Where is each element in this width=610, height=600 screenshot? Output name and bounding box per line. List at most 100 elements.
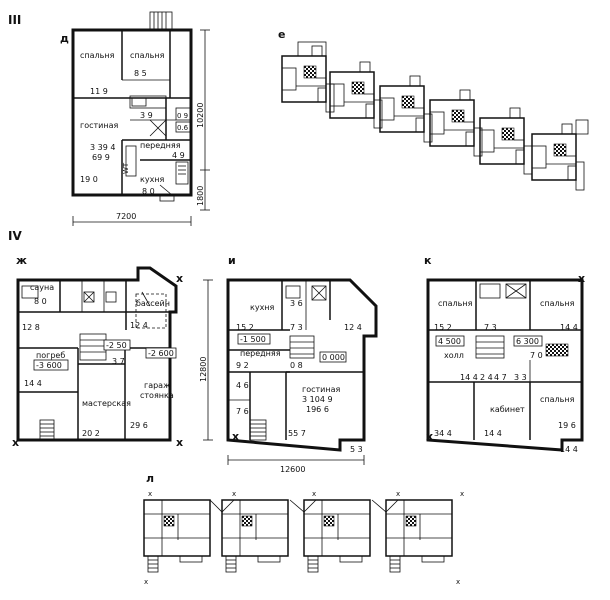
plan-i-area-73: 7 3 bbox=[290, 323, 303, 332]
section-label-iv: IV bbox=[8, 229, 22, 243]
plan-k-area-141: 14 4 bbox=[560, 323, 578, 332]
plan-k-level-a: 4 500 bbox=[438, 337, 461, 346]
plan-d-bedroom-1: спальня bbox=[80, 51, 115, 60]
plan-d-bedroom-2: спальня bbox=[130, 51, 165, 60]
north-mark-icon: x bbox=[456, 578, 460, 586]
plan-k-area-152: 15 2 bbox=[434, 323, 452, 332]
plan-k-area-144a: 14 4 bbox=[460, 373, 478, 382]
plan-k-area-196: 19 6 bbox=[558, 421, 576, 430]
plan-d: д спальня спальня 8 5 11 9 3 9 0 9 bbox=[60, 11, 210, 226]
north-mark-icon: x bbox=[232, 430, 239, 443]
plan-i-area-68: 0 8 bbox=[290, 361, 303, 370]
plan-zh-area-144: 14 4 bbox=[24, 379, 42, 388]
plan-k-level-b: 6 300 bbox=[516, 337, 539, 346]
plan-d-dim-height: 10200 bbox=[196, 103, 205, 128]
north-mark-icon: x bbox=[176, 436, 183, 449]
plan-e-letter: е bbox=[278, 28, 285, 41]
north-mark-icon: x bbox=[12, 436, 19, 449]
plan-zh-area-128: 12 8 bbox=[22, 323, 40, 332]
plan-k-hall: холл bbox=[444, 351, 464, 360]
north-mark-icon: x bbox=[312, 490, 316, 498]
plan-k-area-24: 2 4 bbox=[480, 373, 493, 382]
plan-d-bedroom-2-area: 8 5 bbox=[134, 69, 147, 78]
plan-k-bedroom-3: спальня bbox=[540, 395, 575, 404]
section-label-iii: III bbox=[8, 13, 21, 27]
plan-zh-area-202: 20 2 bbox=[82, 429, 100, 438]
plan-i-area-36: 3 6 bbox=[290, 299, 303, 308]
plan-i-area-557: 55 7 bbox=[288, 429, 306, 438]
plan-e: е bbox=[278, 28, 589, 191]
plan-d-bath-area: 3 9 bbox=[140, 111, 153, 120]
plan-d-hall: передняя bbox=[140, 141, 181, 150]
plan-i-living-level: 3 104 9 bbox=[302, 395, 333, 404]
north-mark-icon: x bbox=[460, 490, 464, 498]
plan-i-area-92: 9 2 bbox=[236, 361, 249, 370]
plan-k-area-70: 7 0 bbox=[530, 351, 543, 360]
plan-l-letter: л bbox=[146, 472, 154, 485]
plan-i-dim-width: 12600 bbox=[280, 465, 305, 474]
plan-i-living: гостиная bbox=[302, 385, 340, 394]
plan-i-area-124: 12 4 bbox=[344, 323, 362, 332]
plan-zh-letter: ж bbox=[16, 254, 27, 267]
north-mark-icon: x bbox=[148, 490, 152, 498]
plan-i-area-152: 15 2 bbox=[236, 323, 254, 332]
plan-k-study: кабинет bbox=[490, 405, 525, 414]
north-mark-icon: x bbox=[232, 490, 236, 498]
plan-d-letter: д bbox=[60, 32, 69, 45]
plan-zh-cellar-level: -3 600 bbox=[36, 361, 62, 370]
plan-zh-cellar: погреб bbox=[36, 351, 65, 360]
plan-k-area-144c: 14 4 bbox=[560, 445, 578, 454]
plan-k-letter: к bbox=[424, 254, 432, 267]
north-mark-icon: x bbox=[426, 430, 433, 443]
plan-i-area-76: 7 6 bbox=[236, 407, 249, 416]
plan-d-living-level: 3 39 4 bbox=[90, 143, 115, 152]
plan-i-dim-height: 12800 bbox=[199, 357, 208, 382]
plan-zh-workshop: мастерская bbox=[82, 399, 131, 408]
plan-k-area-47: 4 7 bbox=[494, 373, 507, 382]
plan-d-kitchen-area: 8 0 bbox=[142, 187, 155, 196]
plan-zh: ж x x x сауна 8 0 бассейн 12 8 bbox=[12, 254, 183, 449]
plan-k-bedroom-1: спальня bbox=[438, 299, 473, 308]
plan-zh-level-b: 3 7 bbox=[112, 357, 125, 366]
plan-k-area-73: 7 3 bbox=[484, 323, 497, 332]
plan-d-bedroom-1-area: 11 9 bbox=[90, 87, 108, 96]
plan-i-letter: и bbox=[228, 254, 236, 267]
plan-i-level-b: 0 000 bbox=[322, 353, 345, 362]
plan-zh-area-296: 29 6 bbox=[130, 421, 148, 430]
plan-zh-level-c: -2 600 bbox=[148, 349, 174, 358]
plan-zh-level-a: -2 50 bbox=[106, 341, 127, 350]
plan-d-living-area: 19 0 bbox=[80, 175, 98, 184]
north-mark-icon: x bbox=[396, 490, 400, 498]
plan-zh-garage-1: гараж bbox=[144, 381, 170, 390]
plan-d-dim-bottom: 1800 bbox=[196, 186, 205, 206]
plan-k: к x x спальня спальня 15 2 7 3 14 4 4 50… bbox=[424, 254, 585, 454]
plan-i-level-a: -1 500 bbox=[240, 335, 266, 344]
plan-d-wt: WT bbox=[122, 162, 130, 174]
plan-k-area-344: 34 4 bbox=[434, 429, 452, 438]
plan-zh-pool: бассейн bbox=[136, 299, 170, 308]
plan-i-area-53: 5 3 bbox=[350, 445, 363, 454]
plan-k-bedroom-2: спальня bbox=[540, 299, 575, 308]
plan-zh-area-124: 12 4 bbox=[130, 321, 148, 330]
plan-zh-sauna: сауна bbox=[30, 283, 54, 292]
plan-i-kitchen: кухня bbox=[250, 303, 275, 312]
north-mark-icon: x bbox=[176, 272, 183, 285]
plan-d-area-06: 0.6 bbox=[177, 124, 189, 132]
plan-i-hall: передняя bbox=[240, 349, 281, 358]
plan-zh-garage-2: стоянка bbox=[140, 391, 174, 400]
plan-d-dim-width: 7200 bbox=[116, 212, 136, 221]
plan-i-living-total: 196 6 bbox=[306, 405, 329, 414]
plan-zh-sauna-area: 8 0 bbox=[34, 297, 47, 306]
plan-d-living-total: 69 9 bbox=[92, 153, 110, 162]
plan-i: и x кухня 3 6 15 2 7 3 12 4 -1 500 перед… bbox=[199, 254, 378, 474]
north-mark-icon: x bbox=[144, 578, 148, 586]
plan-l: л x x x x x x x bbox=[143, 472, 464, 586]
plan-d-kitchen: кухня bbox=[140, 175, 165, 184]
plan-k-area-144b: 14 4 bbox=[484, 429, 502, 438]
plan-k-area-33: 3 3 bbox=[514, 373, 527, 382]
plan-i-area-46: 4 6 bbox=[236, 381, 249, 390]
plan-d-hall-area: 4 9 bbox=[172, 151, 185, 160]
plan-d-area-09: 0 9 bbox=[177, 112, 188, 120]
plan-d-living-room: гостиная bbox=[80, 121, 118, 130]
